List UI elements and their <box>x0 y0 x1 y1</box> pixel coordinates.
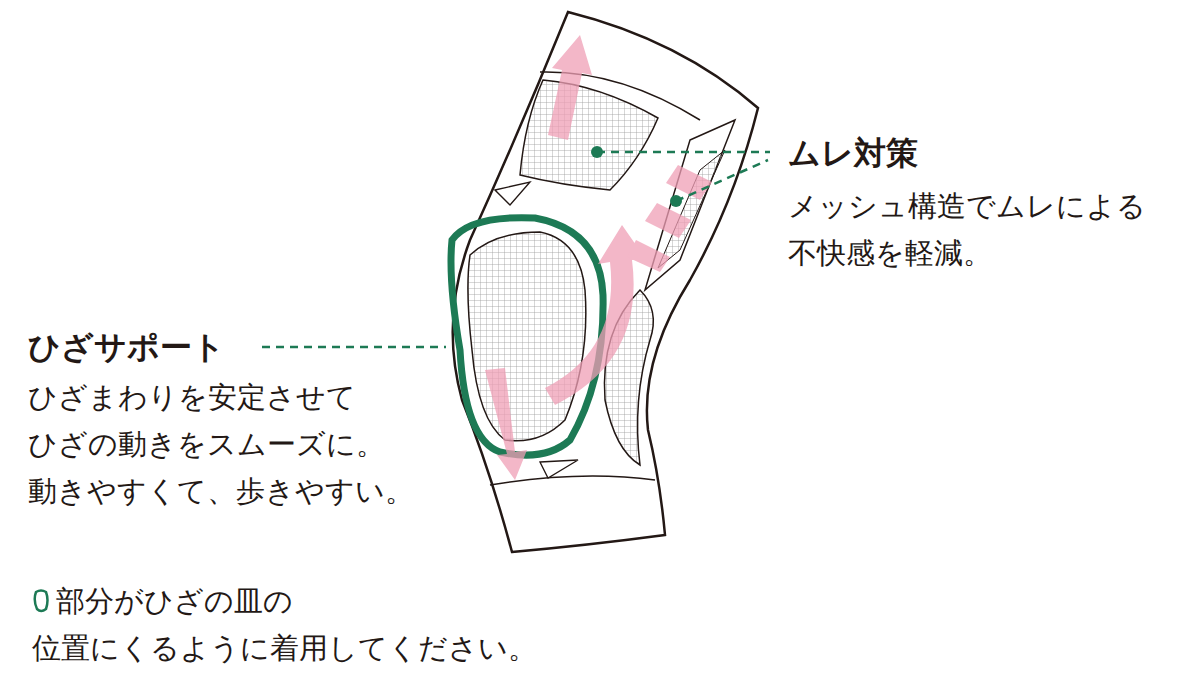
callout-heading: ひざサポート <box>28 327 328 367</box>
callout-body: ひざまわりを安定させて ひざの動きをスムーズに。 動きやすくて、歩きやすい。 <box>28 374 458 515</box>
callout-heading: ムレ対策 <box>788 133 1088 173</box>
legend: 部分がひざの皿の 位置にくるように着用してください。 <box>32 578 612 672</box>
upper-mesh-panel <box>520 80 658 190</box>
legend-swatch <box>32 588 50 614</box>
leader-lines <box>262 152 770 347</box>
legend-text: 部分がひざの皿の 位置にくるように着用してください。 <box>32 584 537 665</box>
motion-arrows <box>485 35 712 480</box>
knee-support-outline <box>451 218 603 455</box>
sleeve-outline <box>453 12 758 552</box>
callout-body: メッシュ構造でムレによる 不快感を軽減。 <box>788 183 1178 277</box>
